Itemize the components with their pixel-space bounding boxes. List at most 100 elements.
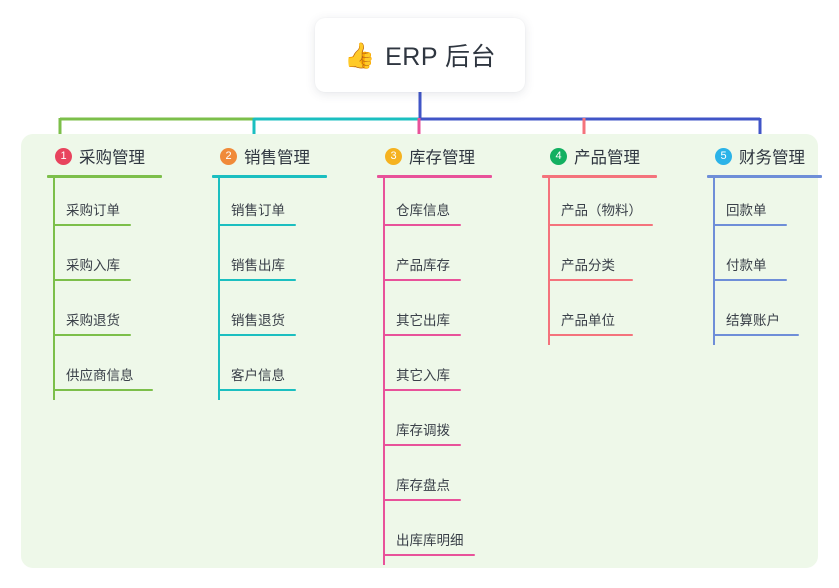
branch-underline bbox=[707, 175, 822, 178]
branch-item[interactable]: 产品库存 bbox=[363, 233, 528, 288]
branch-item-list: 销售订单销售出库销售退货客户信息 bbox=[198, 178, 363, 398]
branch-item-underline bbox=[383, 279, 461, 281]
branch-item-label: 采购入库 bbox=[66, 258, 120, 273]
branch-spine bbox=[53, 178, 55, 400]
branch-item-underline bbox=[548, 334, 633, 336]
branch-item-label: 出库库明细 bbox=[396, 533, 464, 548]
branch-item[interactable]: 供应商信息 bbox=[33, 343, 198, 398]
branch-underline bbox=[212, 175, 327, 178]
branch-underline bbox=[542, 175, 657, 178]
branch-item-label: 产品（物料） bbox=[561, 203, 642, 218]
branch-item-label: 采购订单 bbox=[66, 203, 120, 218]
thumbs-up-icon: 👍 bbox=[343, 41, 376, 70]
branch-item-label: 销售订单 bbox=[231, 203, 285, 218]
branch-item-label: 付款单 bbox=[726, 258, 767, 273]
branch-item-underline bbox=[383, 554, 475, 556]
branch-item-list: 产品（物料） 产品分类产品单位 bbox=[528, 178, 693, 343]
branch-number-badge: 2 bbox=[220, 147, 237, 165]
branch-item-label: 其它入库 bbox=[396, 368, 450, 383]
branch-item-label: 产品单位 bbox=[561, 313, 615, 328]
branch-item-underline bbox=[218, 389, 296, 391]
branch-item-label: 仓库信息 bbox=[396, 203, 450, 218]
branch-column-5: 5 财务管理回款单付款单结算账户 bbox=[693, 134, 839, 345]
branch-column-1: 1 采购管理采购订单采购入库采购退货供应商信息 bbox=[33, 134, 198, 400]
branch-columns: 1 采购管理采购订单采购入库采购退货供应商信息 2 销售管理销售订单销售出库销售退货客… bbox=[21, 134, 822, 568]
branch-item-list: 采购订单采购入库采购退货供应商信息 bbox=[33, 178, 198, 398]
branch-item-label: 销售出库 bbox=[231, 258, 285, 273]
branch-item[interactable]: 其它入库 bbox=[363, 343, 528, 398]
branch-item-label: 结算账户 bbox=[726, 313, 780, 328]
branch-item-label: 采购退货 bbox=[66, 313, 120, 328]
branch-title: 财务管理 bbox=[739, 149, 805, 167]
branch-underline bbox=[47, 175, 162, 178]
branch-item-underline bbox=[383, 334, 461, 336]
branch-item[interactable]: 回款单 bbox=[693, 178, 839, 233]
branch-item-underline bbox=[53, 334, 131, 336]
branch-item-underline bbox=[53, 279, 131, 281]
branch-column-2: 2 销售管理销售订单销售出库销售退货客户信息 bbox=[198, 134, 363, 400]
branch-item-label: 销售退货 bbox=[231, 313, 285, 328]
branch-header-5[interactable]: 5 财务管理 bbox=[693, 134, 839, 178]
branch-item[interactable]: 采购入库 bbox=[33, 233, 198, 288]
branch-header-1[interactable]: 1 采购管理 bbox=[33, 134, 198, 178]
branch-item-underline bbox=[713, 224, 787, 226]
branch-item[interactable]: 产品单位 bbox=[528, 288, 693, 343]
branch-item-underline bbox=[713, 334, 799, 336]
branch-spine bbox=[713, 178, 715, 345]
branch-item-label: 产品库存 bbox=[396, 258, 450, 273]
root-title: ERP 后台 bbox=[385, 43, 497, 71]
branch-item[interactable]: 出库库明细 bbox=[363, 508, 528, 563]
branch-item-list: 仓库信息产品库存其它出库其它入库库存调拨库存盘点出库库明细 bbox=[363, 178, 528, 563]
branch-item-underline bbox=[383, 499, 461, 501]
branch-item-underline bbox=[218, 334, 296, 336]
branch-item-label: 库存盘点 bbox=[396, 478, 450, 493]
branch-item[interactable]: 产品分类 bbox=[528, 233, 693, 288]
branch-item[interactable]: 采购退货 bbox=[33, 288, 198, 343]
branch-item[interactable]: 销售订单 bbox=[198, 178, 363, 233]
branch-item-list: 回款单付款单结算账户 bbox=[693, 178, 839, 343]
branch-item-underline bbox=[383, 444, 461, 446]
branch-item-label: 其它出库 bbox=[396, 313, 450, 328]
branch-item-label: 回款单 bbox=[726, 203, 767, 218]
branch-title: 销售管理 bbox=[244, 149, 310, 167]
branch-item[interactable]: 销售退货 bbox=[198, 288, 363, 343]
branch-item[interactable]: 仓库信息 bbox=[363, 178, 528, 233]
branch-item-label: 库存调拨 bbox=[396, 423, 450, 438]
branch-item[interactable]: 产品（物料） bbox=[528, 178, 693, 233]
branch-item[interactable]: 采购订单 bbox=[33, 178, 198, 233]
branch-item[interactable]: 结算账户 bbox=[693, 288, 839, 343]
branch-item-label: 产品分类 bbox=[561, 258, 615, 273]
branch-item-underline bbox=[218, 279, 296, 281]
branch-item[interactable]: 库存盘点 bbox=[363, 453, 528, 508]
root-node[interactable]: 👍 ERP 后台 bbox=[315, 18, 525, 92]
branch-item[interactable]: 销售出库 bbox=[198, 233, 363, 288]
branch-item-underline bbox=[383, 389, 461, 391]
branch-number-badge: 1 bbox=[55, 147, 72, 165]
branch-number-badge: 3 bbox=[385, 147, 402, 165]
branch-item-label: 客户信息 bbox=[231, 368, 285, 383]
branch-item-underline bbox=[383, 224, 461, 226]
branch-underline bbox=[377, 175, 492, 178]
branch-number-badge: 4 bbox=[550, 147, 567, 165]
branch-item-underline bbox=[548, 224, 653, 226]
branch-item[interactable]: 其它出库 bbox=[363, 288, 528, 343]
branch-number-badge: 5 bbox=[715, 147, 732, 165]
branch-item[interactable]: 库存调拨 bbox=[363, 398, 528, 453]
branch-item-underline bbox=[53, 389, 153, 391]
branch-item-label: 供应商信息 bbox=[66, 368, 134, 383]
branch-item[interactable]: 客户信息 bbox=[198, 343, 363, 398]
branch-spine bbox=[383, 178, 385, 565]
branch-item-underline bbox=[53, 224, 131, 226]
branch-header-2[interactable]: 2 销售管理 bbox=[198, 134, 363, 178]
branch-item[interactable]: 付款单 bbox=[693, 233, 839, 288]
branch-spine bbox=[218, 178, 220, 400]
branch-item-underline bbox=[713, 279, 787, 281]
branch-spine bbox=[548, 178, 550, 345]
branch-title: 采购管理 bbox=[79, 149, 145, 167]
branches-panel bbox=[21, 134, 818, 568]
